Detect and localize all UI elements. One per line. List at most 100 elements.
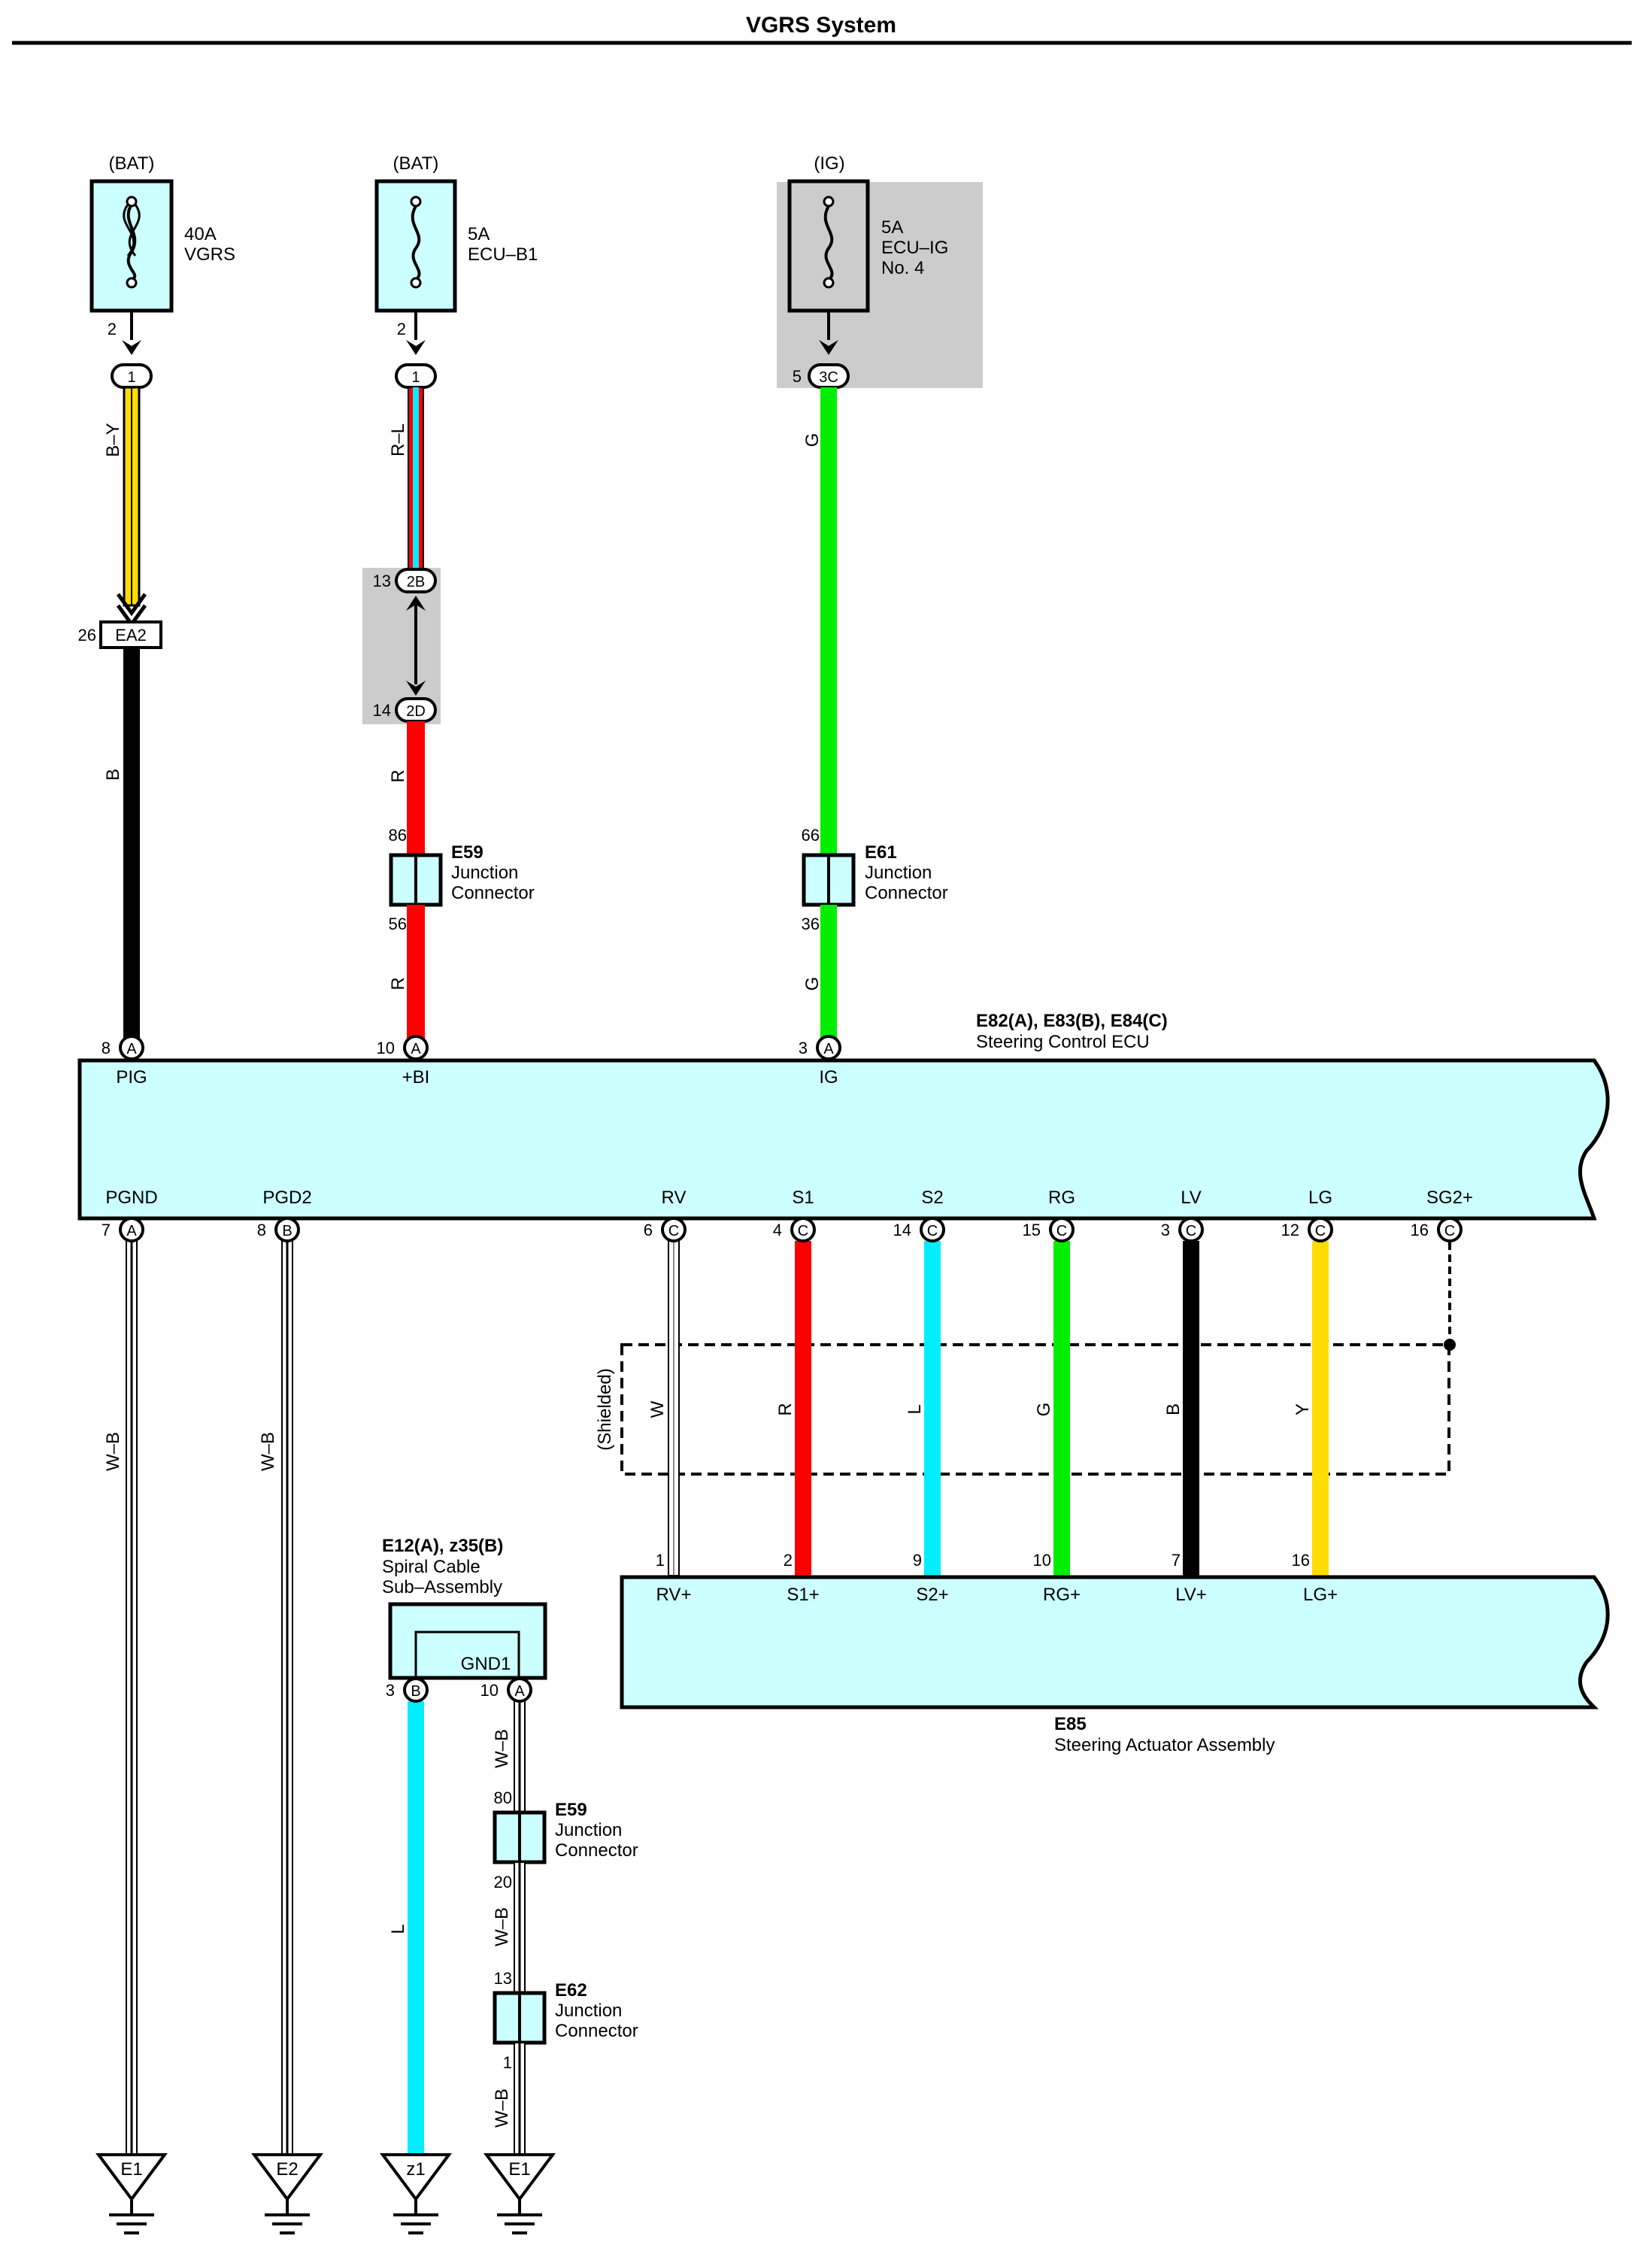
wire-y-lg-code: Y [1293,1403,1313,1415]
ecu-bottom-terminal: C 12 [1281,1217,1333,1242]
wire-l-spiral-code: L [388,1924,408,1934]
wire-g-lower-code: G [802,977,823,991]
fuse-3-pin: 5 [793,367,802,386]
ecu-bottom-terminal: C 16 [1411,1217,1463,1242]
wire-b-lv [1183,1241,1199,1576]
ground-icon: E1 [483,2153,556,2234]
ecu-bottom-terminal: B 8 [257,1217,300,1242]
svg-text:z1: z1 [406,2159,425,2180]
ecu-pin-name: PGND [105,1188,157,1208]
svg-text:C: C [798,1223,808,1239]
svg-text:8: 8 [102,1039,111,1057]
fuse-2-rating: 5A [468,224,490,244]
connector-2b-label: 2B [407,574,425,590]
wire-b-code: B [103,769,123,781]
actuator-pin-name: RG+ [1043,1585,1081,1605]
svg-text:3: 3 [386,1681,395,1700]
connector-2b [395,568,437,593]
svg-text:6: 6 [644,1221,653,1239]
fuse-1-connector-label: 1 [127,369,135,386]
wire-l-spiral [408,1701,424,2155]
svg-text:C: C [1444,1223,1455,1239]
junction-e59-lower-pin-top: 80 [494,1788,512,1807]
wire-y-lg [1312,1241,1329,1576]
ecu-pin-name: SG2+ [1426,1188,1473,1208]
svg-text:8: 8 [257,1221,266,1239]
actuator-pin: 10 [1033,1551,1051,1570]
junction-e62-pin-top: 13 [494,1969,512,1988]
ecu-pin-name: S1 [792,1188,814,1208]
junction-e61-line1: Junction [865,863,932,883]
junction-e61-pin-top: 66 [802,826,820,845]
spiral-line2: Sub–Assembly [382,1577,502,1597]
ground-icon: E2 [251,2153,323,2234]
wire-w-b-pgd2-code: W–B [258,1432,278,1471]
fuse-3-arrow-icon [819,340,838,355]
ecu-name: Steering Control ECU [976,1032,1150,1052]
fuse-2-name: ECU–B1 [468,244,538,265]
ecu-pin-name: LV [1181,1188,1202,1208]
spiral-internal-link [414,1631,520,1677]
fuse-3-rating: 5A [881,217,903,238]
svg-text:A: A [514,1683,525,1700]
svg-text:4: 4 [773,1221,782,1239]
svg-text:10: 10 [377,1039,395,1057]
fuse-1-arrow-icon [122,340,141,355]
junction-e62-line2: Connector [555,2021,638,2041]
actuator-box [620,1575,1610,1709]
fuse-1-name: VGRS [184,244,235,265]
wire-b-y-code: B–Y [103,423,123,457]
junction-e59-lower-line2: Connector [555,1840,638,1861]
actuator-pin-name: S1+ [787,1585,819,1605]
wire-r-s1 [795,1241,811,1576]
actuator-pin: 1 [656,1551,665,1570]
svg-text:B: B [282,1223,292,1239]
ecu-pin-name: RG [1048,1188,1075,1208]
actuator-pin-name: LV+ [1175,1585,1207,1605]
junction-e61-id: E61 [865,842,897,863]
wire-w-b-gnd1-b-code: W–B [492,1907,512,1946]
spiral-line1: Spiral Cable [382,1557,480,1577]
junction-e59-upper-pin-top: 86 [389,826,407,845]
svg-text:C: C [1186,1223,1196,1239]
wire-b-lv-code: B [1163,1403,1184,1415]
ecu-bottom-terminal: C 4 [773,1217,816,1242]
fuse-2-element-icon [411,205,421,281]
ecu-top-terminal: A 3 IG [799,1035,841,1088]
ecu-box [77,1058,1610,1221]
wire-g-upper [820,387,837,855]
connector-2d-pin: 14 [373,701,391,720]
fuse-1-pin: 2 [108,320,117,338]
actuator-pin-name: S2+ [916,1585,948,1605]
actuator-id: E85 [1054,1714,1087,1734]
fuse-1-rating: 40A [184,224,217,244]
svg-text:E2: E2 [276,2159,298,2180]
junction-e59-upper-id: E59 [451,842,483,863]
ecu-top-terminal: A 10 +BI [377,1035,429,1088]
fuse-3-name: ECU–IG [881,238,948,258]
junction-e59-upper-line1: Junction [451,863,518,883]
svg-text:3: 3 [799,1039,808,1057]
junction-e61-line2: Connector [865,883,948,903]
svg-text:A: A [126,1223,137,1239]
junction-e59-lower-id: E59 [555,1800,587,1820]
wire-g-rg-code: G [1034,1403,1054,1417]
wire-g-upper-code: G [802,433,823,447]
svg-text:15: 15 [1023,1221,1041,1239]
fuse-3-number: No. 4 [881,258,924,278]
svg-text:10: 10 [480,1681,499,1700]
junction-e59-upper-pin-bottom: 56 [389,915,407,933]
connector-2d-label: 2D [406,703,426,720]
shield-junction-dot [1444,1339,1456,1351]
svg-text:C: C [927,1223,938,1239]
ecu-bottom-terminal: C 3 [1161,1217,1204,1242]
svg-text:C: C [668,1223,679,1239]
svg-text:E1: E1 [120,2159,142,2180]
wire-w-code: W [647,1400,668,1418]
ecu-bottom-terminal: C 15 [1023,1217,1075,1242]
junction-e62-id: E62 [555,1980,587,2001]
connector-ea2-label: EA2 [115,626,147,645]
junction-e62-pin-bottom: 1 [503,2053,512,2072]
ecu-pin-name: S2 [921,1188,943,1208]
svg-text:A: A [411,1041,421,1057]
